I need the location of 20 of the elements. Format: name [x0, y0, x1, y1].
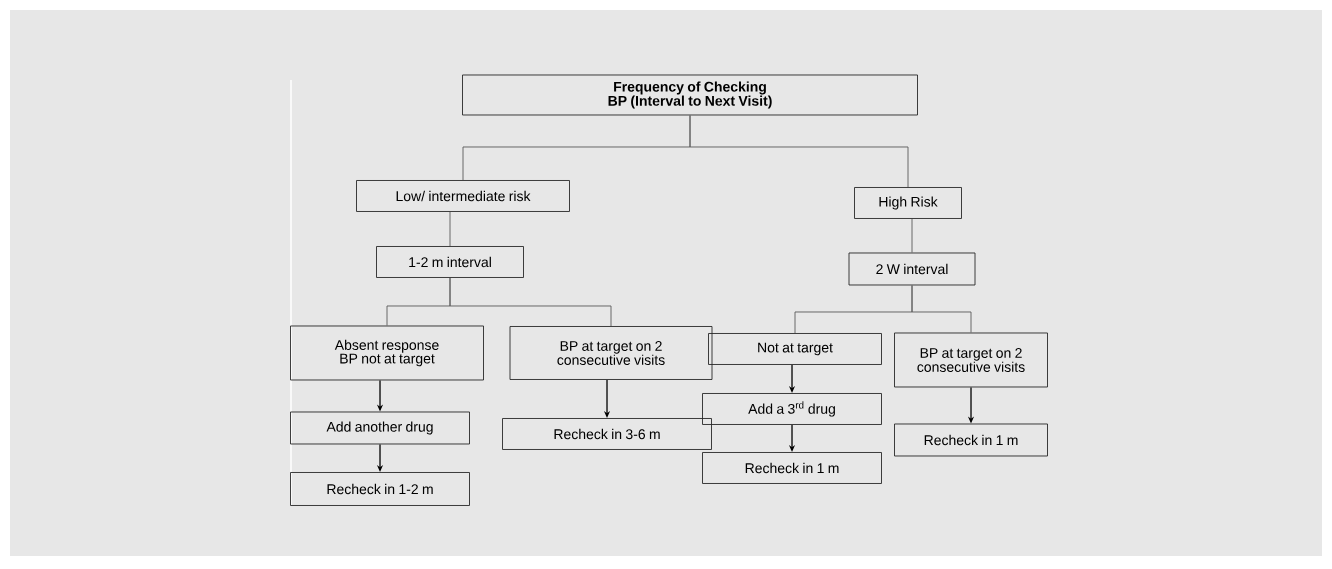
process-box: Not at target: [708, 333, 882, 365]
process-box: Recheck in 1-2 m: [290, 472, 470, 506]
process-box: Absent response BP not at target: [290, 325, 484, 381]
process-box: Recheck in 3-6 m: [502, 418, 712, 450]
process-box: BP at target on 2 consecutive visits: [894, 332, 1048, 388]
process-box: 2 W interval: [848, 252, 976, 286]
connector-line: [449, 211, 451, 247]
process-box: Add another drug: [290, 411, 470, 445]
process-box: High Risk: [854, 187, 962, 219]
connector-line: [911, 285, 972, 333]
process-box: 1-2 m interval: [376, 246, 524, 278]
connector-line: [449, 277, 612, 327]
connector-line: [911, 218, 913, 253]
process-box: Add a 3$^{rd}$ drug: [702, 393, 882, 425]
process-box: Low/ intermediate risk: [356, 180, 570, 212]
process-box: Recheck in 1 m: [702, 452, 882, 484]
connector-line: [689, 115, 909, 188]
process-box: Recheck in 1 m: [894, 423, 1048, 457]
title-box: Frequency of Checking BP (Interval to Next Visit): [462, 74, 918, 116]
process-box: BP at target on 2 consecutive visits: [509, 326, 713, 380]
